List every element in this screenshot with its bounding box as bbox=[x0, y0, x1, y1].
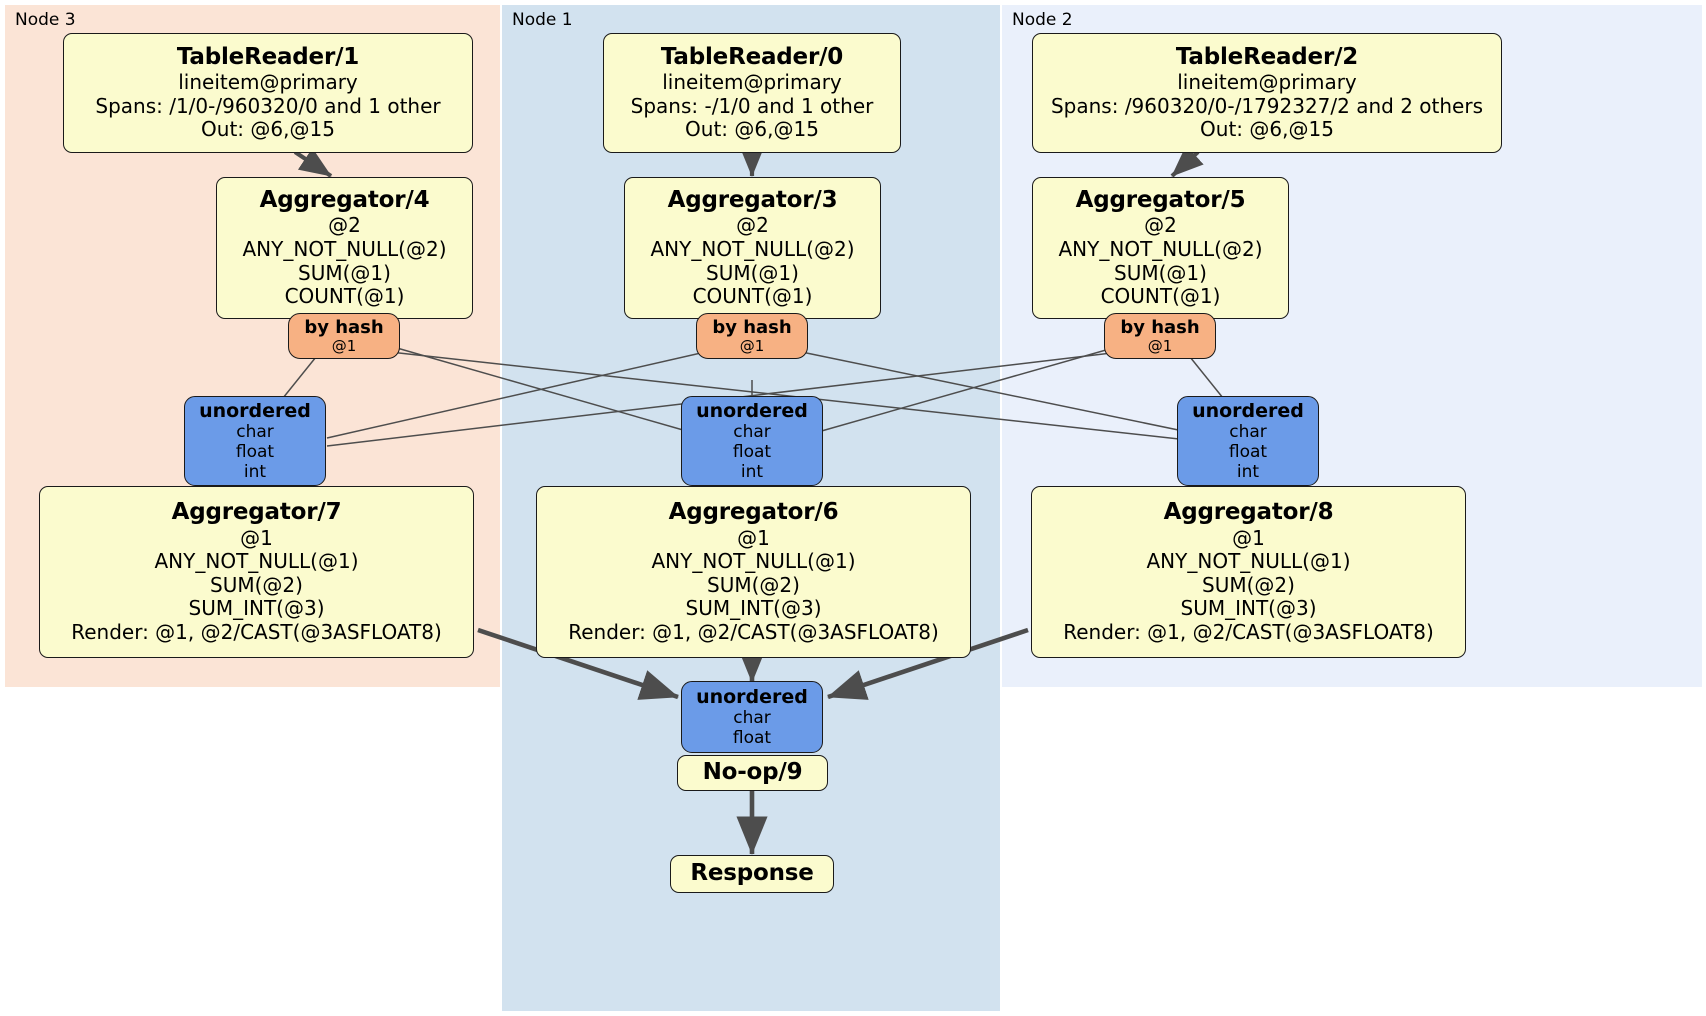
stream-type-line: int bbox=[1236, 462, 1260, 483]
router-title: by hash bbox=[304, 316, 384, 338]
input-sync-unordered-final[interactable]: unordered char float bbox=[681, 681, 823, 753]
processor-detail-line: SUM(@1) bbox=[706, 260, 799, 285]
processor-detail-line: Render: @1, @2/CAST(@3ASFLOAT8) bbox=[1063, 619, 1434, 644]
processor-detail-line: COUNT(@1) bbox=[692, 284, 813, 309]
stream-type-line: char bbox=[733, 708, 771, 729]
processor-aggregator-8[interactable]: Aggregator/8 @1 ANY_NOT_NULL(@1) SUM(@2)… bbox=[1031, 486, 1466, 658]
input-sync-unordered-node-2[interactable]: unordered char float int bbox=[1177, 396, 1319, 486]
router-detail-line: @1 bbox=[1147, 336, 1173, 355]
processor-detail-line: ANY_NOT_NULL(@1) bbox=[651, 549, 856, 574]
processor-detail-line: ANY_NOT_NULL(@1) bbox=[154, 549, 359, 574]
processor-detail-line: @2 bbox=[736, 213, 769, 238]
processor-aggregator-6[interactable]: Aggregator/6 @1 ANY_NOT_NULL(@1) SUM(@2)… bbox=[536, 486, 971, 658]
stream-type-line: int bbox=[740, 462, 764, 483]
processor-aggregator-3[interactable]: Aggregator/3 @2 ANY_NOT_NULL(@2) SUM(@1)… bbox=[624, 177, 881, 319]
processor-aggregator-5[interactable]: Aggregator/5 @2 ANY_NOT_NULL(@2) SUM(@1)… bbox=[1032, 177, 1289, 319]
processor-detail-line: lineitem@primary bbox=[662, 70, 842, 95]
stream-type-line: float bbox=[235, 442, 275, 463]
stream-type-line: float bbox=[1228, 442, 1268, 463]
processor-detail-line: @1 bbox=[240, 525, 273, 550]
processor-detail-line: SUM(@2) bbox=[1202, 572, 1295, 597]
processor-detail-line: SUM_INT(@3) bbox=[685, 596, 822, 621]
processor-detail-line: Spans: /1/0-/960320/0 and 1 other bbox=[95, 93, 441, 118]
response-title: Response bbox=[690, 860, 814, 887]
processor-title: Aggregator/5 bbox=[1075, 187, 1246, 214]
stream-title: unordered bbox=[696, 399, 808, 422]
processor-detail-line: Out: @6,@15 bbox=[201, 117, 335, 142]
processor-title: Aggregator/3 bbox=[667, 187, 838, 214]
processor-detail-line: COUNT(@1) bbox=[284, 284, 405, 309]
stream-title: unordered bbox=[1192, 399, 1304, 422]
processor-no-op-9[interactable]: No-op/9 bbox=[677, 755, 828, 791]
processor-detail-line: lineitem@primary bbox=[1177, 70, 1357, 95]
processor-detail-line: lineitem@primary bbox=[178, 70, 358, 95]
processor-title: TableReader/0 bbox=[660, 44, 844, 71]
processor-detail-line: Out: @6,@15 bbox=[1200, 117, 1334, 142]
processor-detail-line: @2 bbox=[328, 213, 361, 238]
processor-detail-line: SUM_INT(@3) bbox=[188, 596, 325, 621]
processor-title: Aggregator/8 bbox=[1163, 499, 1334, 526]
processor-detail-line: ANY_NOT_NULL(@1) bbox=[1146, 549, 1351, 574]
output-router-hash-node-3[interactable]: by hash @1 bbox=[288, 313, 400, 359]
stream-type-line: int bbox=[243, 462, 267, 483]
processor-title: Aggregator/4 bbox=[259, 187, 430, 214]
processor-detail-line: SUM(@2) bbox=[210, 572, 303, 597]
processor-detail-line: Spans: /960320/0-/1792327/2 and 2 others bbox=[1050, 93, 1483, 118]
processor-detail-line: Spans: -/1/0 and 1 other bbox=[630, 93, 874, 118]
processor-detail-line: SUM(@2) bbox=[707, 572, 800, 597]
processor-detail-line: ANY_NOT_NULL(@2) bbox=[650, 236, 855, 261]
processor-tablereader-1[interactable]: TableReader/1 lineitem@primary Spans: /1… bbox=[63, 33, 473, 153]
region-label-node-1: Node 1 bbox=[512, 10, 573, 30]
output-router-hash-node-1[interactable]: by hash @1 bbox=[696, 313, 808, 359]
processor-detail-line: SUM_INT(@3) bbox=[1180, 596, 1317, 621]
input-sync-unordered-node-1[interactable]: unordered char float int bbox=[681, 396, 823, 486]
stream-type-line: char bbox=[733, 422, 771, 443]
processor-detail-line: @1 bbox=[1232, 525, 1265, 550]
processor-detail-line: @2 bbox=[1144, 213, 1177, 238]
region-label-node-2: Node 2 bbox=[1012, 10, 1073, 30]
processor-detail-line: ANY_NOT_NULL(@2) bbox=[242, 236, 447, 261]
processor-aggregator-7[interactable]: Aggregator/7 @1 ANY_NOT_NULL(@1) SUM(@2)… bbox=[39, 486, 474, 658]
output-router-hash-node-2[interactable]: by hash @1 bbox=[1104, 313, 1216, 359]
router-title: by hash bbox=[712, 316, 792, 338]
processor-detail-line: Render: @1, @2/CAST(@3ASFLOAT8) bbox=[568, 619, 939, 644]
processor-detail-line: Out: @6,@15 bbox=[685, 117, 819, 142]
processor-tablereader-2[interactable]: TableReader/2 lineitem@primary Spans: /9… bbox=[1032, 33, 1502, 153]
processor-tablereader-0[interactable]: TableReader/0 lineitem@primary Spans: -/… bbox=[603, 33, 901, 153]
processor-detail-line: @1 bbox=[737, 525, 770, 550]
router-title: by hash bbox=[1120, 316, 1200, 338]
stream-type-line: char bbox=[236, 422, 274, 443]
response-node[interactable]: Response bbox=[670, 855, 834, 893]
input-sync-unordered-node-3[interactable]: unordered char float int bbox=[184, 396, 326, 486]
stream-title: unordered bbox=[696, 685, 808, 708]
processor-detail-line: Render: @1, @2/CAST(@3ASFLOAT8) bbox=[71, 619, 442, 644]
processor-title: Aggregator/6 bbox=[668, 499, 839, 526]
processor-title: Aggregator/7 bbox=[171, 499, 342, 526]
stream-title: unordered bbox=[199, 399, 311, 422]
router-detail-line: @1 bbox=[739, 336, 765, 355]
stream-type-line: float bbox=[732, 728, 772, 749]
processor-detail-line: ANY_NOT_NULL(@2) bbox=[1058, 236, 1263, 261]
region-label-node-3: Node 3 bbox=[15, 10, 76, 30]
processor-title: No-op/9 bbox=[702, 759, 803, 786]
stream-type-line: char bbox=[1229, 422, 1267, 443]
processor-detail-line: SUM(@1) bbox=[298, 260, 391, 285]
processor-aggregator-4[interactable]: Aggregator/4 @2 ANY_NOT_NULL(@2) SUM(@1)… bbox=[216, 177, 473, 319]
router-detail-line: @1 bbox=[331, 336, 357, 355]
processor-title: TableReader/2 bbox=[1175, 44, 1359, 71]
processor-detail-line: COUNT(@1) bbox=[1100, 284, 1221, 309]
processor-title: TableReader/1 bbox=[176, 44, 360, 71]
stream-type-line: float bbox=[732, 442, 772, 463]
processor-detail-line: SUM(@1) bbox=[1114, 260, 1207, 285]
